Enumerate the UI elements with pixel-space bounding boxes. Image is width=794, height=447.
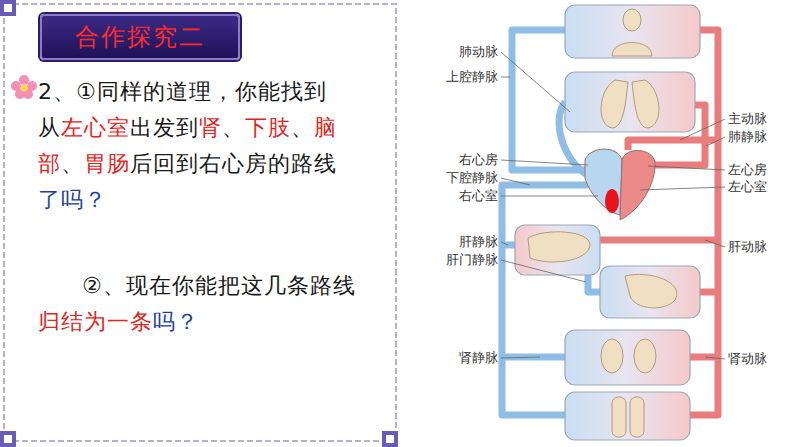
organ-figures — [612, 43, 652, 57]
leader-lines — [501, 357, 540, 358]
heart — [585, 149, 622, 215]
organ-figures — [612, 397, 626, 437]
part-label: 下腔静脉 — [446, 171, 498, 185]
part-label: 肺静脉 — [728, 130, 767, 144]
capillary-beds — [565, 392, 690, 440]
question-text: ②、现在你能把这几条路线 — [82, 273, 356, 298]
capillary-beds — [565, 330, 690, 385]
leader-lines — [501, 242, 508, 245]
organ-figures — [528, 232, 590, 262]
organ-figures — [632, 80, 659, 128]
slide-frame — [386, 435, 394, 443]
capillary-beds — [515, 5, 700, 440]
question-text: 吗？ — [153, 309, 199, 334]
arteries — [700, 289, 718, 296]
capillary-beds — [565, 5, 700, 58]
leader-lines — [648, 166, 725, 170]
heart — [620, 150, 655, 220]
organ-figures — [623, 9, 641, 31]
leader-lines — [640, 187, 725, 190]
slide-frame — [0, 0, 398, 447]
part-label: 肝动脉 — [728, 240, 767, 254]
flower-icon — [19, 75, 29, 85]
veins — [502, 242, 515, 249]
organ-figures — [630, 397, 644, 437]
part-label: 肾动脉 — [728, 352, 767, 366]
slide-frame — [0, 431, 16, 447]
slide-frame — [4, 4, 12, 12]
organ-figures — [601, 80, 628, 128]
title-banner: 合作探究二 — [40, 14, 240, 60]
flower-icon — [21, 85, 28, 92]
question-paragraph: 2、①同样的道理，你能找到从左心室出发到肾、下肢、脑部、胃肠后回到右心房的路线了… — [38, 74, 348, 218]
question-text: 肾 — [199, 115, 222, 140]
leader-lines — [501, 160, 588, 165]
question-text: 归结为一条 — [38, 309, 153, 334]
arteries — [690, 354, 718, 361]
question-text: 、 — [222, 115, 245, 140]
part-label: 主动脉 — [728, 112, 767, 126]
slide-frame — [0, 0, 16, 16]
organ-figures — [601, 339, 623, 373]
arteries — [600, 237, 718, 244]
leader-lines — [705, 357, 725, 359]
question-text: 下肢 — [245, 115, 291, 140]
leader-lines — [706, 137, 725, 146]
leader-lines — [501, 77, 510, 78]
leader-lines — [501, 260, 586, 282]
question-text: 左心室 — [61, 115, 130, 140]
leader-lines — [501, 52, 570, 112]
slide-title: 合作探究二 — [75, 21, 205, 53]
capillary-beds — [565, 72, 695, 132]
veins — [588, 275, 600, 292]
capillary-beds — [515, 225, 600, 275]
flower-icon — [11, 75, 37, 99]
capillary-beds — [600, 266, 700, 318]
question-text: 后回到右心房的路线 — [130, 151, 337, 176]
heart — [605, 189, 619, 213]
leader-lines — [501, 52, 725, 359]
part-label: 肾静脉 — [459, 351, 498, 365]
leader-lines — [501, 178, 530, 185]
part-label: 肝静脉 — [459, 235, 498, 249]
part-label: 右心室 — [459, 189, 498, 203]
part-label: 肺动脉 — [459, 45, 498, 59]
organ-figures — [625, 274, 677, 307]
organ-figures — [528, 9, 677, 437]
question-text: 了吗？ — [38, 187, 107, 212]
organ-figures — [634, 339, 656, 373]
leader-lines — [680, 119, 725, 140]
question-text: 胃肠 — [84, 151, 130, 176]
slide-frame — [382, 431, 398, 447]
slide-frame — [4, 4, 396, 441]
question-paragraph: ②、现在你能把这几条路线归结为一条吗？ — [38, 268, 358, 340]
leader-lines — [705, 240, 725, 247]
question-text: 出发到 — [130, 115, 199, 140]
heart — [585, 149, 655, 220]
part-label: 上腔静脉 — [446, 70, 498, 84]
part-label: 肝门静脉 — [446, 253, 498, 267]
question-text: 、 — [291, 115, 314, 140]
part-label: 右心房 — [459, 153, 498, 167]
veins — [502, 354, 565, 361]
part-label: 左心房 — [728, 163, 767, 177]
question-text: 、 — [61, 151, 84, 176]
part-label: 左心室 — [728, 180, 767, 194]
slide-frame — [4, 435, 12, 443]
leader-lines — [501, 196, 598, 197]
